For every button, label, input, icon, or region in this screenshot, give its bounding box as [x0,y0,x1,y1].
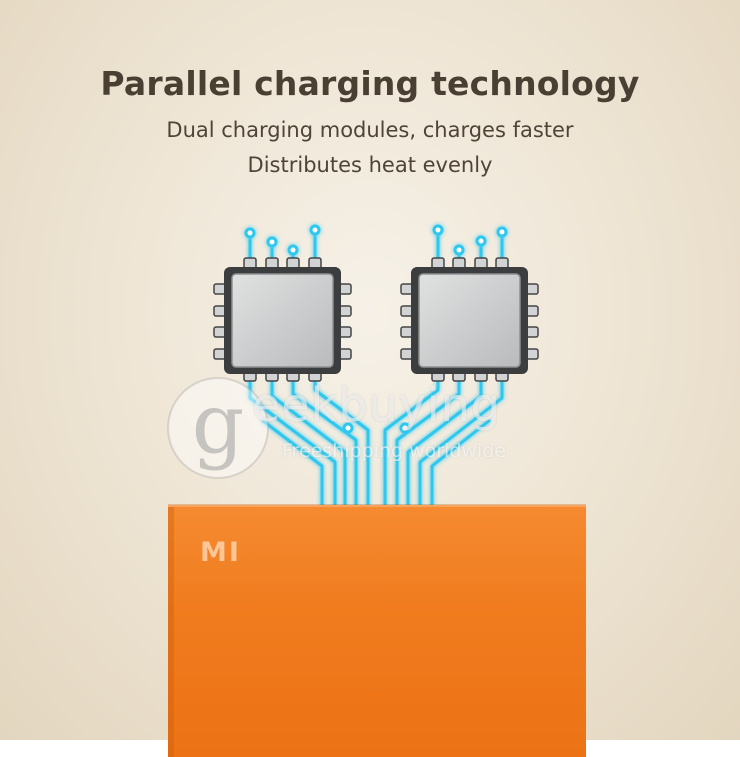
subtitle-speed: Dual charging modules, charges faster [166,118,574,142]
chip-icon [213,257,352,382]
power-bank: MI [168,505,586,757]
circuit-trace-icon [248,378,504,512]
power-bank-edge [168,507,174,757]
mi-logo: MI [200,537,241,568]
circuit-illustration [213,224,539,512]
chip-icon [400,257,539,382]
circuit-node-icon [342,422,411,434]
page-title: Parallel charging technology [100,64,640,103]
subtitle-heat: Distributes heat evenly [247,153,493,177]
circuit-node-icon [244,224,508,256]
